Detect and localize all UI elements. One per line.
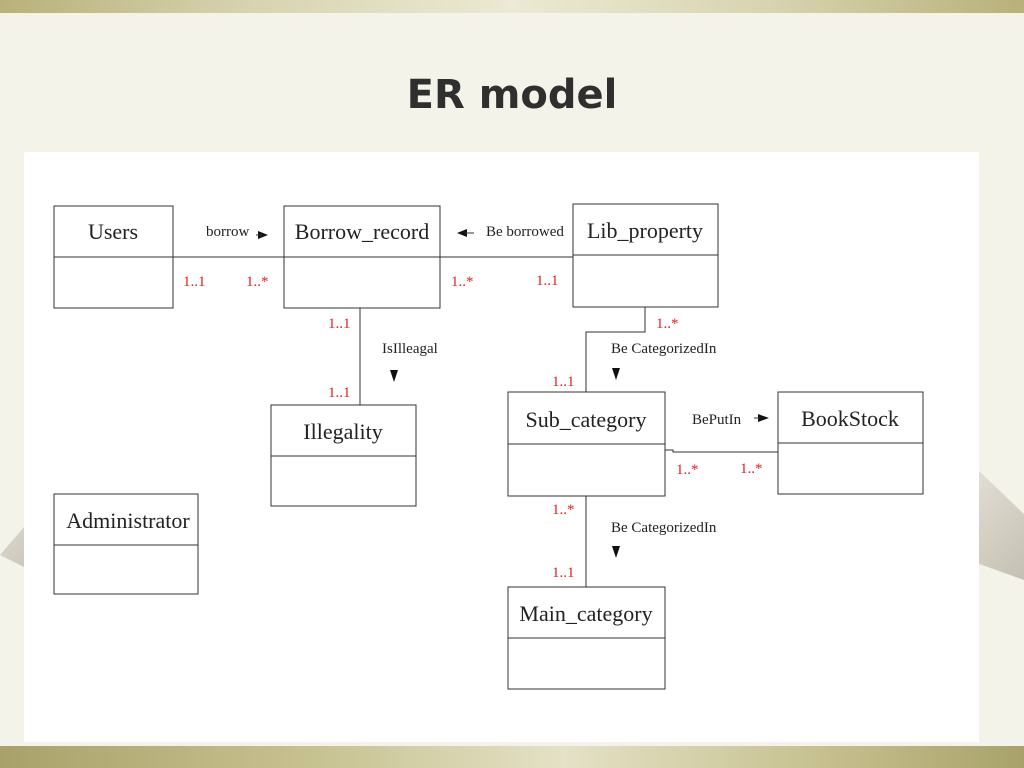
- multiplicity-lib-borrow-record: 1..1: [536, 273, 559, 289]
- entity-name-bookstock: BookStock: [801, 406, 899, 431]
- entity-bookstock[interactable]: BookStock: [777, 391, 924, 495]
- arrow-down-icon: [390, 370, 398, 382]
- entity-users[interactable]: Users: [53, 205, 174, 309]
- slide-title: ER model: [406, 72, 618, 118]
- arrow-down-icon: [612, 546, 620, 558]
- rel-label-be-put-in: BePutIn: [692, 412, 742, 428]
- entity-name-sub-category: Sub_category: [526, 407, 647, 432]
- multiplicity-main-sub-category: 1..1: [552, 565, 575, 581]
- arrow-left-icon: [457, 229, 467, 237]
- rel-label-be-borrowed: Be borrowed: [486, 224, 564, 240]
- entity-name-main-category: Main_category: [519, 601, 652, 626]
- arrow-right-icon: [758, 414, 769, 422]
- entity-main-category[interactable]: Main_category: [507, 586, 666, 690]
- right-decorative-shape: [978, 470, 1024, 580]
- multiplicity-borrow-record-users: 1..*: [246, 274, 269, 290]
- multiplicity-bookstock-sub-category: 1..*: [740, 461, 763, 477]
- arrow-right-icon: [258, 231, 268, 239]
- entity-name-illegality: Illegality: [303, 419, 382, 444]
- multiplicity-sub-category-lib: 1..1: [552, 374, 575, 390]
- multiplicity-sub-category-main: 1..*: [552, 502, 575, 518]
- sub-category-bookstock-line: [665, 449, 778, 453]
- entity-administrator[interactable]: Administrator: [53, 493, 199, 595]
- rel-label-be-categorized-in-1: Be CategorizedIn: [611, 341, 717, 357]
- arrow-down-icon: [612, 368, 620, 380]
- rel-label-borrow: borrow: [206, 224, 249, 240]
- multiplicity-sub-category-bookstock: 1..*: [676, 462, 699, 478]
- entity-box: [53, 493, 199, 595]
- entity-sub-category[interactable]: Sub_category: [507, 391, 666, 497]
- multiplicity-borrow-record-lib: 1..*: [451, 274, 474, 290]
- multiplicity-users-borrow: 1..1: [183, 274, 206, 290]
- entity-illegality[interactable]: Illegality: [270, 404, 417, 507]
- rel-label-be-categorized-in-2: Be CategorizedIn: [611, 520, 717, 536]
- entity-name-lib-property: Lib_property: [587, 218, 703, 243]
- top-decorative-band: [0, 0, 1024, 13]
- entity-borrow-record[interactable]: Borrow_record: [283, 205, 441, 309]
- multiplicity-illegality-borrow-record: 1..1: [328, 385, 351, 401]
- er-diagram-canvas: Users Borrow_record Lib_property Illegal…: [24, 152, 979, 742]
- multiplicity-lib-sub-category: 1..*: [656, 316, 679, 332]
- lib-property-sub-category-line: [585, 307, 646, 392]
- multiplicity-borrow-record-illegality: 1..1: [328, 316, 351, 332]
- entity-name-administrator: Administrator: [66, 508, 190, 533]
- entity-name-users: Users: [88, 219, 138, 244]
- entity-name-borrow-record: Borrow_record: [295, 219, 429, 244]
- er-diagram: Users Borrow_record Lib_property Illegal…: [53, 203, 924, 690]
- rel-label-is-illegal: IsIlleagal: [382, 341, 438, 357]
- entity-lib-property[interactable]: Lib_property: [572, 203, 719, 308]
- bottom-decorative-band: [0, 746, 1024, 768]
